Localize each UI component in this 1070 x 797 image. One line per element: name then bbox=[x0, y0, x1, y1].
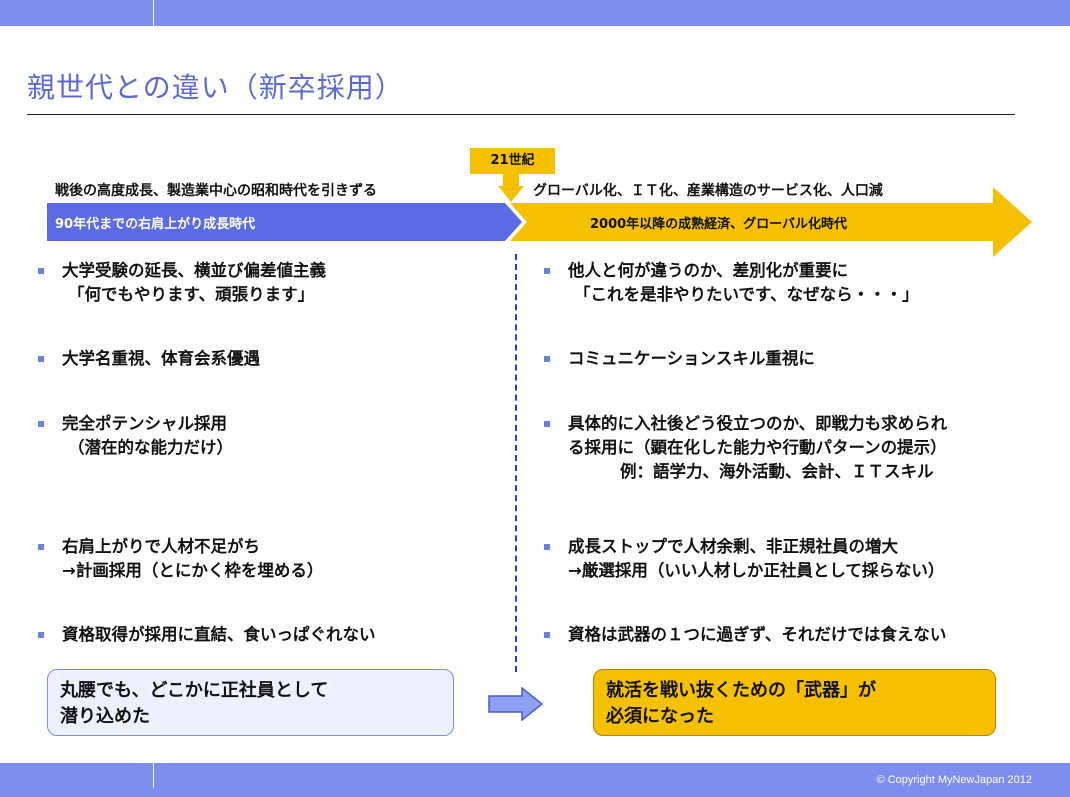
bottom-bar: © Copyright MyNewJapan 2012 bbox=[0, 763, 1070, 797]
conclusion-right-line: 必須になった bbox=[606, 706, 714, 727]
left-item-line: 完全ポテンシャル採用 bbox=[62, 414, 227, 433]
band-left-label: 90年代までの右肩上がり成長時代 bbox=[55, 217, 256, 232]
left-item-line: （潜在的な能力だけ） bbox=[68, 438, 233, 457]
left-item-line: 大学名重視、体育会系優遇 bbox=[62, 349, 260, 368]
conclusion-left-line: 潜り込めた bbox=[60, 706, 150, 727]
left-item: 右肩上がりで人材不足がち →計画採用（とにかく枠を埋める） bbox=[38, 535, 324, 583]
bullet-icon bbox=[544, 356, 550, 362]
left-item-line: →計画採用（とにかく枠を埋める） bbox=[62, 561, 324, 580]
timeline-bands bbox=[47, 187, 1032, 257]
left-item: 大学受験の延長、横並び偏差値主義 「何でもやります、頑張ります」 bbox=[38, 259, 326, 307]
context-right: グローバル化、ＩＴ化、産業構造のサービス化、人口減 bbox=[533, 183, 883, 199]
right-item-line: →厳選採用（いい人材しか正社員として採らない） bbox=[568, 561, 945, 580]
right-item: コミュニケーションスキル重視に bbox=[544, 347, 815, 371]
conclusion-left-line: 丸腰でも、どこかに正社員として bbox=[60, 680, 329, 701]
left-item: 完全ポテンシャル採用 （潜在的な能力だけ） bbox=[38, 412, 233, 460]
left-item: 資格取得が採用に直結、食いっぱぐれない bbox=[38, 623, 376, 647]
conclusion-left-box: 丸腰でも、どこかに正社員として 潜り込めた bbox=[47, 669, 454, 736]
right-item: 具体的に入社後どう役立つのか、即戦力も求められ る採用に（顕在化した能力や行動パ… bbox=[544, 412, 948, 484]
right-item-line: 「これを是非やりたいです、なぜなら・・・」 bbox=[574, 285, 919, 304]
band-right-arrow bbox=[510, 187, 1032, 257]
left-item-line: 資格取得が採用に直結、食いっぱぐれない bbox=[62, 625, 376, 644]
right-item: 資格は武器の１つに過ぎず、それだけでは食えない bbox=[544, 623, 947, 647]
band-left-arrow bbox=[47, 203, 522, 241]
bottom-bar-tick bbox=[153, 763, 154, 788]
right-item-example: 例：語学力、海外活動、会計、ＩＴスキル bbox=[620, 462, 934, 481]
bullet-icon bbox=[544, 544, 550, 550]
right-item-line: 資格は武器の１つに過ぎず、それだけでは食えない bbox=[568, 625, 947, 644]
right-arrow-icon bbox=[488, 687, 544, 721]
bullet-icon bbox=[38, 356, 44, 362]
bullet-icon bbox=[38, 268, 44, 274]
bullet-icon bbox=[38, 421, 44, 427]
left-item-line: 「何でもやります、頑張ります」 bbox=[68, 285, 315, 304]
right-item-line: 具体的に入社後どう役立つのか、即戦力も求められ bbox=[568, 414, 948, 433]
title-underline bbox=[27, 114, 1015, 115]
conclusion-right-box: 就活を戦い抜くための「武器」が 必須になった bbox=[593, 669, 996, 736]
bullet-icon bbox=[38, 632, 44, 638]
right-item-line: コミュニケーションスキル重視に bbox=[568, 349, 815, 368]
era-divider bbox=[515, 254, 517, 672]
right-item: 成長ストップで人材余剰、非正規社員の増大 →厳選採用（いい人材しか正社員として採… bbox=[544, 535, 945, 583]
top-bar-tick bbox=[153, 0, 154, 26]
copyright-text: © Copyright MyNewJapan 2012 bbox=[876, 774, 1032, 786]
slide-title: 親世代との違い（新卒採用） bbox=[27, 71, 404, 104]
bullet-icon bbox=[544, 421, 550, 427]
left-item-line: 大学受験の延長、横並び偏差値主義 bbox=[62, 261, 326, 280]
left-item: 大学名重視、体育会系優遇 bbox=[38, 347, 260, 371]
right-item: 他人と何が違うのか、差別化が重要に 「これを是非やりたいです、なぜなら・・・」 bbox=[544, 259, 919, 307]
right-item-line: る採用に（顕在化した能力や行動パターンの提示） bbox=[568, 438, 947, 457]
bullet-icon bbox=[38, 544, 44, 550]
conclusion-right-line: 就活を戦い抜くための「武器」が bbox=[606, 680, 876, 701]
century-badge: 21世紀 bbox=[470, 148, 555, 174]
left-item-line: 右肩上がりで人材不足がち bbox=[62, 537, 260, 556]
right-item-line: 他人と何が違うのか、差別化が重要に bbox=[568, 261, 849, 280]
top-bar bbox=[0, 0, 1070, 26]
right-item-line: 成長ストップで人材余剰、非正規社員の増大 bbox=[568, 537, 898, 556]
bullet-icon bbox=[544, 268, 550, 274]
badge-down-arrow-icon bbox=[498, 174, 524, 202]
bullet-icon bbox=[544, 632, 550, 638]
context-left: 戦後の高度成長、製造業中心の昭和時代を引きずる bbox=[55, 183, 377, 199]
band-right-label: 2000年以降の成熟経済、グローバル化時代 bbox=[590, 217, 848, 232]
